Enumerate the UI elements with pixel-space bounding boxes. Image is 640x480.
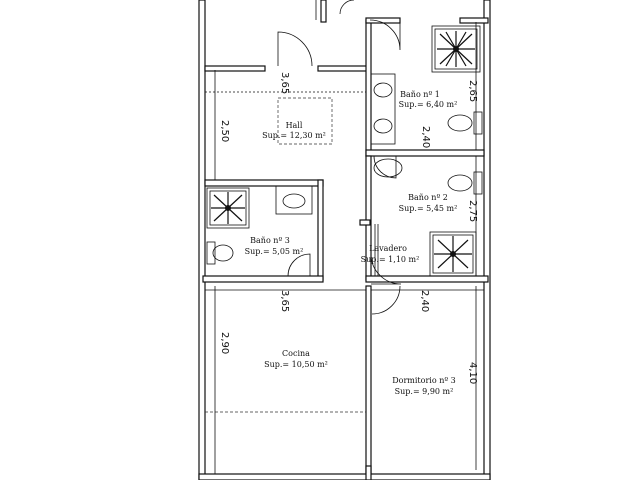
room-area-bano-2: Sup.= 5,45 m² [399, 204, 458, 213]
shower-icon [431, 25, 481, 73]
dim-cocina-width: 3,65 [279, 290, 290, 312]
room-area-dormitorio-3: Sup.= 9,90 m² [395, 387, 454, 396]
dim-bano1-height: 2,65 [467, 80, 478, 102]
room-area-lavadero: Sup.= 1,10 m² [361, 255, 420, 264]
dim-bano2-height: 2,75 [467, 200, 478, 222]
room-area-bano-3: Sup.= 5,05 m² [245, 247, 304, 256]
dim-dorm-height: 4,10 [467, 362, 478, 384]
dim-dorm-width: 2,40 [419, 290, 430, 312]
dim-cocina-height: 2,90 [219, 332, 230, 354]
room-name-cocina: Cocina [282, 349, 310, 358]
dim-bano1-width: 2,40 [420, 126, 431, 148]
room-name-bano-2: Baño nº 2 [408, 193, 448, 202]
room-name-hall: Hall [286, 121, 303, 130]
shower-icon [206, 187, 250, 229]
outer-walls [198, 0, 491, 480]
dim-hall-width: 3,65 [279, 72, 290, 94]
hall-ceiling-outline [277, 97, 333, 145]
room-name-bano-1: Baño nº 1 [400, 90, 440, 99]
shower-icon [429, 231, 477, 277]
dimension-lines [205, 22, 484, 474]
sink-icon [275, 73, 403, 215]
dim-hall-height: 2,50 [219, 120, 230, 142]
room-name-dormitorio-3: Dormitorio nº 3 [392, 376, 456, 385]
room-name-lavadero: Lavadero [369, 244, 407, 253]
door-swings [277, 0, 402, 315]
room-area-hall: Sup.= 12,30 m² [262, 131, 326, 140]
upper-walls [202, 0, 489, 480]
toilet-icon [206, 111, 483, 265]
room-area-bano-1: Sup.= 6,40 m² [399, 100, 458, 109]
room-name-bano-3: Baño nº 3 [250, 236, 290, 245]
room-area-cocina: Sup.= 10,50 m² [264, 360, 328, 369]
